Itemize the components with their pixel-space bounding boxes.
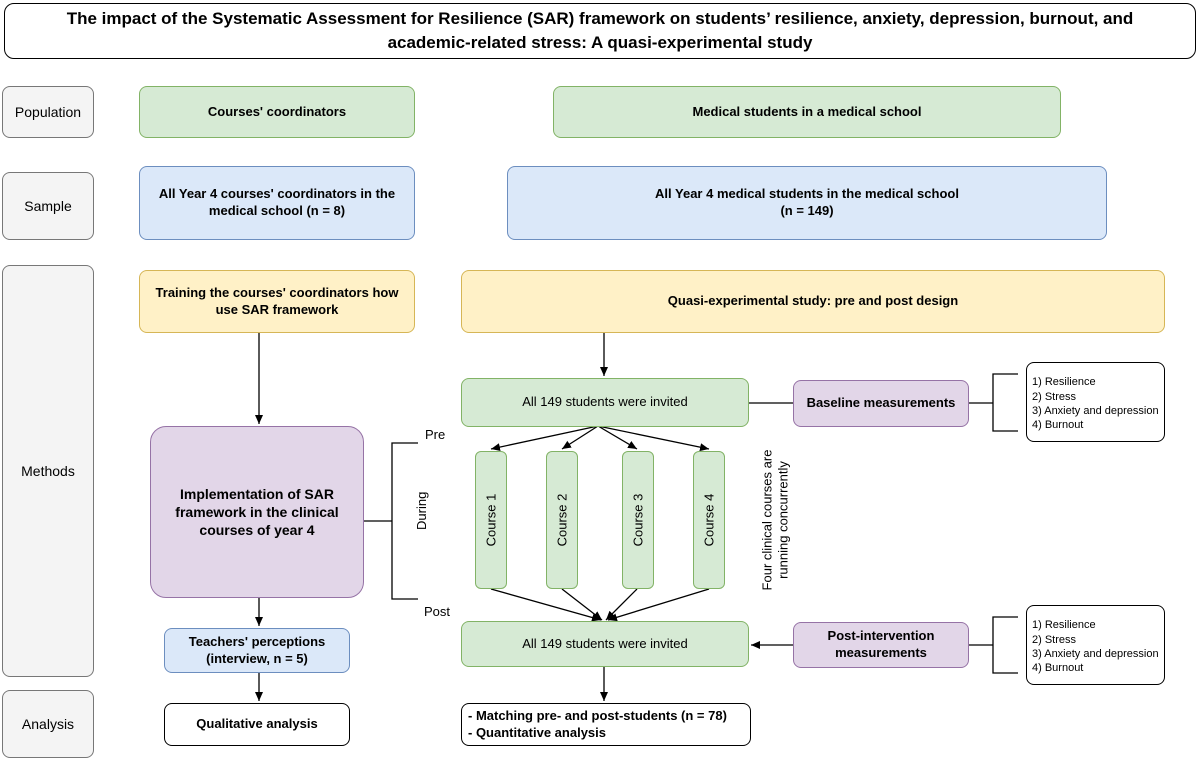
training-box: Training the courses' coordinators how u… bbox=[139, 270, 415, 333]
arrow-from-course-1 bbox=[490, 588, 602, 622]
teachers-perceptions-box: Teachers' perceptions (interview, n = 5) bbox=[164, 628, 350, 673]
population-coordinators: Courses' coordinators bbox=[139, 86, 415, 138]
quant-line1: - Matching pre- and post-students (n = 7… bbox=[468, 707, 727, 723]
baseline-item: 4) Burnout bbox=[1032, 419, 1084, 432]
arrow-to-course-1 bbox=[490, 425, 599, 452]
sample-students-line1: All Year 4 medical students in the medic… bbox=[655, 186, 959, 202]
invited-pre-box: All 149 students were invited bbox=[461, 378, 749, 427]
arrow-from-course-2 bbox=[561, 588, 603, 621]
course-3-label: Course 3 bbox=[630, 493, 646, 547]
phase-pre-label: Pre bbox=[425, 427, 446, 442]
course-4-box: Course 4 bbox=[693, 451, 725, 589]
arrow-to-course-4 bbox=[597, 425, 710, 452]
post-measurements-box: Post-intervention measurements bbox=[793, 622, 969, 668]
baseline-item: 3) Anxiety and depression bbox=[1032, 405, 1159, 417]
population-students: Medical students in a medical school bbox=[553, 86, 1061, 138]
phase-post-label: Post bbox=[424, 604, 451, 619]
course-1-box: Course 1 bbox=[475, 451, 507, 589]
teachers-line1: Teachers' perceptions bbox=[188, 633, 326, 649]
course-2-label: Course 2 bbox=[554, 493, 570, 547]
sample-students-line2: (n = 149) bbox=[780, 203, 834, 218]
qualitative-analysis-box: Qualitative analysis bbox=[164, 703, 350, 746]
post-item: 1) Resilience bbox=[1032, 619, 1096, 632]
post-measures-list: 1) Resilience 2) Stress 3) Anxiety and d… bbox=[1026, 605, 1165, 685]
post-measure-line2: measurements bbox=[835, 645, 927, 660]
concurrent-line1: Four clinical courses are bbox=[759, 449, 775, 591]
diagram-title: The impact of the Systematic Assessment … bbox=[4, 3, 1196, 59]
baseline-item: 1) Resilience bbox=[1032, 376, 1096, 389]
phase-bracket bbox=[391, 442, 418, 600]
course-2-box: Course 2 bbox=[546, 451, 578, 589]
post-measure-line1: Post-intervention bbox=[827, 628, 935, 644]
arrow-from-course-4 bbox=[607, 588, 710, 622]
post-bracket bbox=[992, 616, 1018, 674]
quant-line2: - Quantitative analysis bbox=[468, 724, 606, 740]
invited-post-box: All 149 students were invited bbox=[461, 621, 749, 667]
design-box: Quasi-experimental study: pre and post d… bbox=[461, 270, 1165, 333]
baseline-item: 2) Stress bbox=[1032, 390, 1077, 403]
course-1-label: Course 1 bbox=[483, 493, 499, 547]
baseline-bracket bbox=[992, 373, 1018, 432]
course-3-box: Course 3 bbox=[622, 451, 654, 589]
arrow-to-course-3 bbox=[597, 425, 638, 450]
row-label-analysis: Analysis bbox=[2, 690, 94, 758]
row-label-methods: Methods bbox=[2, 265, 94, 677]
sample-students: All Year 4 medical students in the medic… bbox=[507, 166, 1107, 240]
baseline-measures-list: 1) Resilience 2) Stress 3) Anxiety and d… bbox=[1026, 362, 1165, 442]
post-item: 4) Burnout bbox=[1032, 662, 1084, 675]
arrow-to-course-2 bbox=[561, 425, 599, 450]
sample-coordinators: All Year 4 courses' coordinators in the … bbox=[139, 166, 415, 240]
row-label-sample: Sample bbox=[2, 172, 94, 240]
baseline-measurements-box: Baseline measurements bbox=[793, 380, 969, 427]
post-item: 3) Anxiety and depression bbox=[1032, 648, 1159, 660]
teachers-line2: (interview, n = 5) bbox=[206, 650, 308, 666]
phase-during-label: During bbox=[414, 491, 429, 530]
post-item: 2) Stress bbox=[1032, 633, 1077, 646]
quantitative-analysis-box: - Matching pre- and post-students (n = 7… bbox=[461, 703, 751, 746]
implementation-box: Implementation of SAR framework in the c… bbox=[150, 426, 364, 598]
row-label-population: Population bbox=[2, 86, 94, 138]
concurrent-line2: running concurrently bbox=[775, 461, 790, 579]
course-4-label: Course 4 bbox=[701, 493, 717, 547]
